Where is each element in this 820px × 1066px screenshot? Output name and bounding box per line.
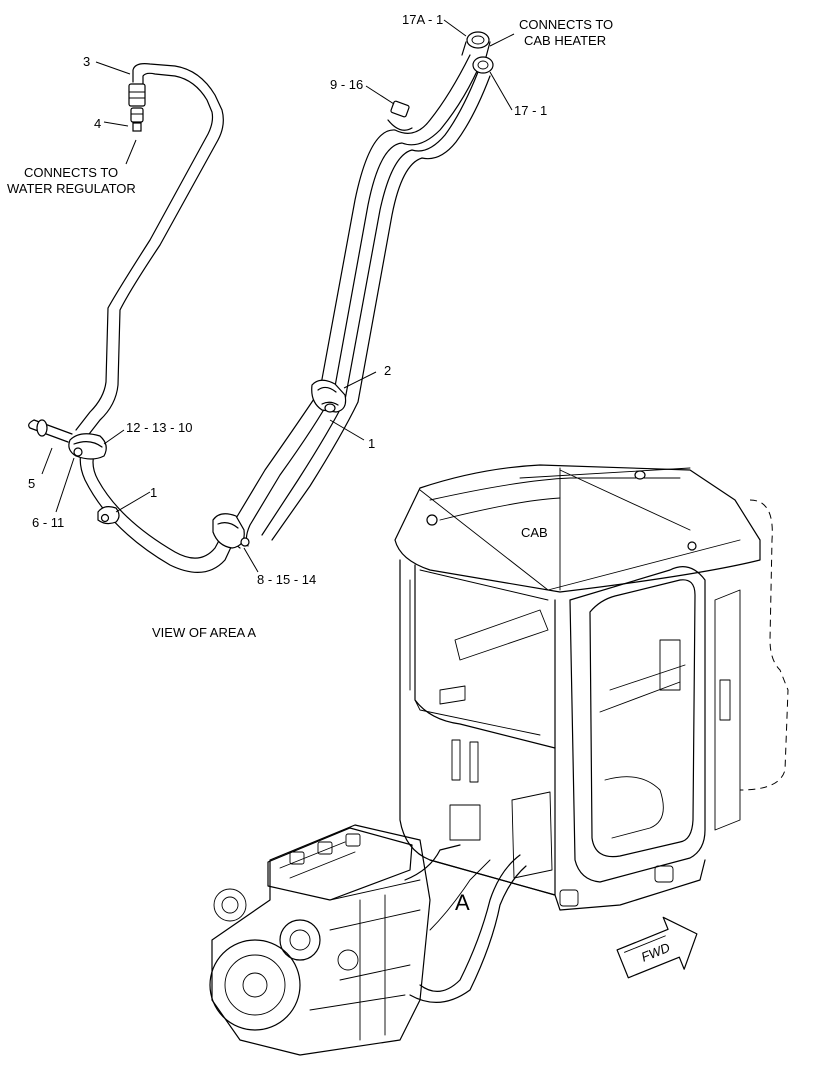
hose-assembly [28,31,494,574]
label-2: 2 [384,363,391,378]
area-a-marker: A [455,890,470,915]
label-8-15-14: 8 - 15 - 14 [257,572,316,587]
stub-tube-5 [28,419,73,443]
view-of-area-a-caption: VIEW OF AREA A [152,625,256,640]
connects-to-water-regulator-line1: CONNECTS TO [24,165,118,180]
label-1-upper: 1 [368,436,375,451]
label-5: 5 [28,476,35,491]
connects-to-cab-heater-line1: CONNECTS TO [519,17,613,32]
regulator-fittings [128,83,146,132]
right-hose [231,54,471,549]
label-1-lower: 1 [150,485,157,500]
connects-to-water-regulator-line2: WATER REGULATOR [7,181,136,196]
cab-illustration [394,464,789,911]
cab-label: CAB [521,525,548,540]
forward-arrow: FWD [616,916,698,979]
leader-lines [41,19,515,573]
cab-heater-fittings [461,31,494,74]
clamp-1-lower [97,506,120,525]
label-9-16: 9 - 16 [330,77,363,92]
clamp-12-13-10 [68,433,107,460]
label-3: 3 [83,54,90,69]
label-17a-1: 17A - 1 [402,12,443,27]
clamp-9-16 [387,100,413,131]
fwd-label: FWD [639,940,672,965]
connects-to-cab-heater-line2: CAB HEATER [524,33,606,48]
label-12-13-10: 12 - 13 - 10 [126,420,193,435]
clamp-2 [311,379,347,413]
engine-illustration [209,824,527,1056]
label-17-1: 17 - 1 [514,103,547,118]
label-4: 4 [94,116,101,131]
callout-labels: 17A - 1 CONNECTS TO CAB HEATER 3 4 CONNE… [7,12,613,915]
label-6-11: 6 - 11 [32,515,64,530]
left-hose [85,63,224,439]
clamp-8-15-14 [212,513,250,549]
